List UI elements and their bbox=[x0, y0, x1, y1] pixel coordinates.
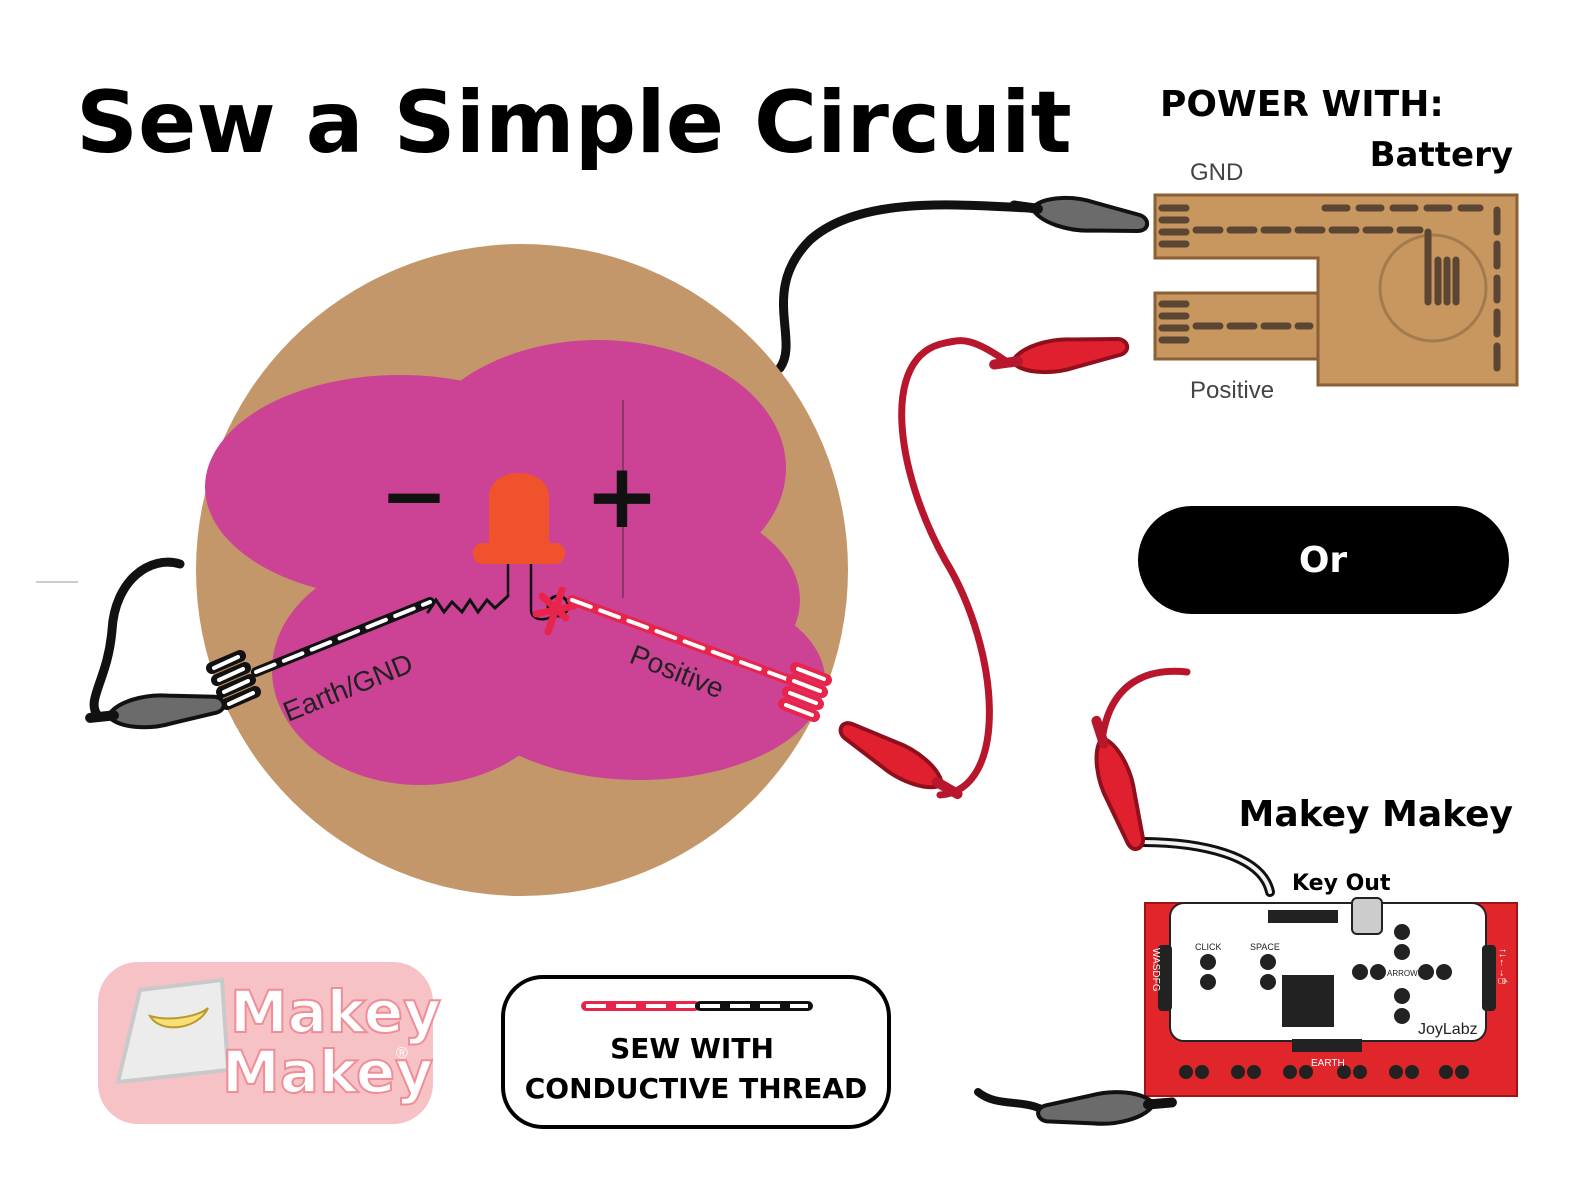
legend-line-1: SEW WITH bbox=[610, 1032, 774, 1065]
battery-gnd-label: GND bbox=[1190, 159, 1243, 186]
page-title: Sew a Simple Circuit bbox=[76, 73, 1072, 173]
battery-holder bbox=[1153, 193, 1519, 387]
red-clip-makey bbox=[1082, 716, 1153, 853]
board-click-label: CLICK bbox=[1195, 942, 1222, 952]
black-wire-left bbox=[89, 557, 185, 721]
power-heading: POWER WITH: bbox=[1160, 84, 1444, 125]
board-space-label: SPACE bbox=[1250, 942, 1280, 952]
logo-registered-mark: ® bbox=[396, 1045, 408, 1062]
led-minus-sign: − bbox=[380, 449, 449, 544]
makey-heading: Makey Makey bbox=[1239, 794, 1513, 835]
white-wire-makey-inner bbox=[1138, 840, 1272, 894]
battery-positive-label: Positive bbox=[1190, 377, 1274, 404]
banana-key-icon bbox=[115, 977, 231, 1085]
or-pill bbox=[1138, 506, 1509, 614]
led bbox=[473, 473, 565, 621]
logo-line-1: Makey bbox=[230, 978, 441, 1046]
key-out-label: Key Out bbox=[1292, 871, 1391, 896]
makey-makey-board: WASDFG CLICK SPACE ARROWS JoyLabz EARTH … bbox=[1144, 897, 1518, 1097]
board-brand-label: JoyLabz bbox=[1418, 1021, 1478, 1038]
positive-stitching bbox=[532, 586, 832, 722]
red-clip-battery-positive bbox=[992, 330, 1129, 379]
board-arrows-label: ARROWS bbox=[1387, 969, 1423, 978]
logo-line-2: Makey bbox=[222, 1038, 433, 1106]
gray-clip-battery-gnd bbox=[1012, 190, 1149, 239]
battery-heading: Battery bbox=[1370, 135, 1513, 175]
red-wire-makey bbox=[1098, 667, 1191, 744]
earth-stitching bbox=[206, 594, 510, 710]
thread-legend: SEW WITH CONDUCTIVE THREAD bbox=[501, 975, 891, 1129]
board-earth-label: EARTH bbox=[1311, 1058, 1345, 1069]
gray-clip-earth bbox=[88, 688, 225, 733]
makey-makey-logo: Makey Makey ® bbox=[98, 962, 442, 1124]
or-label: Or bbox=[1299, 540, 1348, 581]
red-wire-battery bbox=[898, 337, 1014, 799]
board-right-keys-label: ↑↓←→🖱 bbox=[1497, 948, 1509, 984]
led-plus-sign: + bbox=[584, 444, 659, 549]
legend-line-2: CONDUCTIVE THREAD bbox=[525, 1072, 868, 1105]
black-wire-battery bbox=[775, 200, 1035, 373]
board-wasdfg-label: WASDFG bbox=[1150, 948, 1161, 992]
